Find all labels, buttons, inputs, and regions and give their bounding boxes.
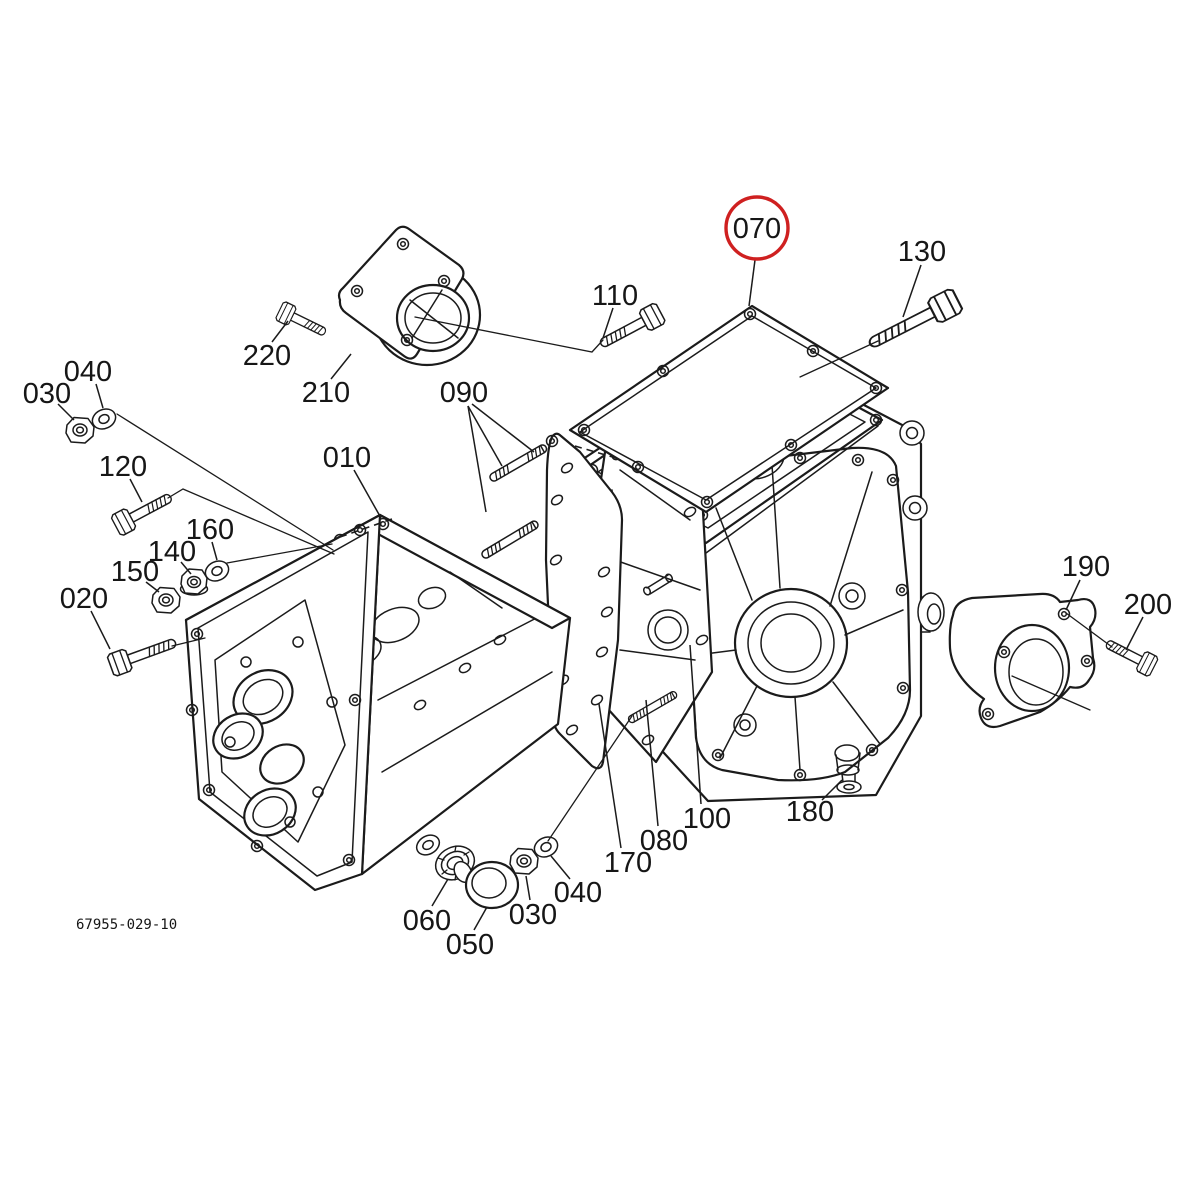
callout-190: 190 [1062,551,1110,611]
callout-050: 050 [446,906,494,961]
callout-070: 070 [724,195,790,307]
callout-030: 030 [23,378,75,421]
leader-line [431,878,449,907]
bolt-130 [863,286,965,357]
callout-label: 130 [898,236,946,268]
callout-080: 080 [640,699,688,857]
callout-150: 150 [111,556,160,593]
drain-plug-180 [834,744,862,794]
callout-label: 220 [243,340,291,372]
leader-line [525,875,531,901]
leader-line [467,405,487,513]
leader-line [602,307,614,339]
leader-line [821,779,843,801]
callout-label: 020 [60,583,108,615]
bolt-220 [274,300,331,343]
highlight-circle [724,195,790,261]
callout-110: 110 [592,280,638,339]
callout-040: 040 [550,855,602,909]
callout-020: 020 [60,583,111,650]
leader-line [689,644,702,805]
bearing-retainer [337,225,482,367]
callout-layer: 0300401201601401500202202100100901100701… [23,195,1172,961]
callout-label: 190 [1062,551,1110,583]
leader-line [211,541,218,561]
callout-label: 030 [23,378,71,410]
nut-030-upper [65,416,95,444]
assembly-lines [116,316,1113,842]
callout-label: 100 [683,803,731,835]
leader-line [353,469,382,519]
callout-100: 100 [683,644,731,835]
leader-line [180,561,192,575]
stud-090-b [479,518,541,561]
callout-label: 180 [786,796,834,828]
leader-line [550,855,571,880]
dowel-pin [642,573,674,596]
leader-line [271,320,289,343]
nut-030-lower [509,847,539,875]
callout-label: 060 [403,905,451,937]
plug-050 [453,860,520,910]
callout-210: 210 [302,353,352,409]
callout-label: 200 [1124,589,1172,621]
callout-090: 090 [440,377,535,513]
leader-line [129,478,143,503]
callout-label: 110 [592,280,638,312]
leader-line [95,383,104,409]
bolt-020 [105,630,181,678]
leader-line [1065,579,1081,611]
callout-label: 080 [640,825,688,857]
callout-label: 030 [509,899,557,931]
callout-label: 150 [111,556,159,588]
callout-040: 040 [64,356,112,409]
callout-130: 130 [898,236,946,318]
leader-line [330,353,352,380]
leader-line [902,264,922,318]
callout-label: 210 [302,377,350,409]
callout-label: 090 [440,377,488,409]
drawing-number: 67955-029-10 [76,917,177,933]
callout-200: 200 [1124,589,1172,651]
callout-140: 140 [148,536,196,575]
thin-gasket [544,432,624,770]
leader-line [471,403,535,453]
callout-180: 180 [786,779,843,828]
callout-170: 170 [598,703,652,879]
callout-label: 120 [99,451,147,483]
callout-220: 220 [243,320,291,372]
leader-line [473,906,488,931]
leader-line [748,259,756,307]
stud-090-a [487,442,549,484]
callout-label: 170 [604,847,652,879]
leader-line [145,581,160,593]
nut-150 [151,586,181,614]
top-cover-gasket [568,304,890,514]
callout-label: 160 [186,514,234,546]
flange-nut-140 [179,568,209,596]
leader-line [90,610,111,650]
left-case-housing [184,513,572,892]
leader-line [1125,616,1144,651]
callout-label: 040 [554,877,602,909]
callout-060: 060 [403,878,451,937]
bolt-120 [109,486,177,538]
callout-010: 010 [323,442,382,519]
callout-120: 120 [99,451,147,503]
callout-label: 040 [64,356,112,388]
side-cover [948,592,1097,729]
callout-160: 160 [186,514,234,561]
callout-030: 030 [509,875,557,931]
leader-line [598,703,622,849]
callout-label: 050 [446,929,494,961]
leader-line [645,699,659,827]
callout-label: 010 [323,442,371,474]
leader-line [467,405,503,467]
callout-label: 140 [148,536,196,568]
leader-line [57,403,75,421]
callout-label: 070 [733,213,781,245]
